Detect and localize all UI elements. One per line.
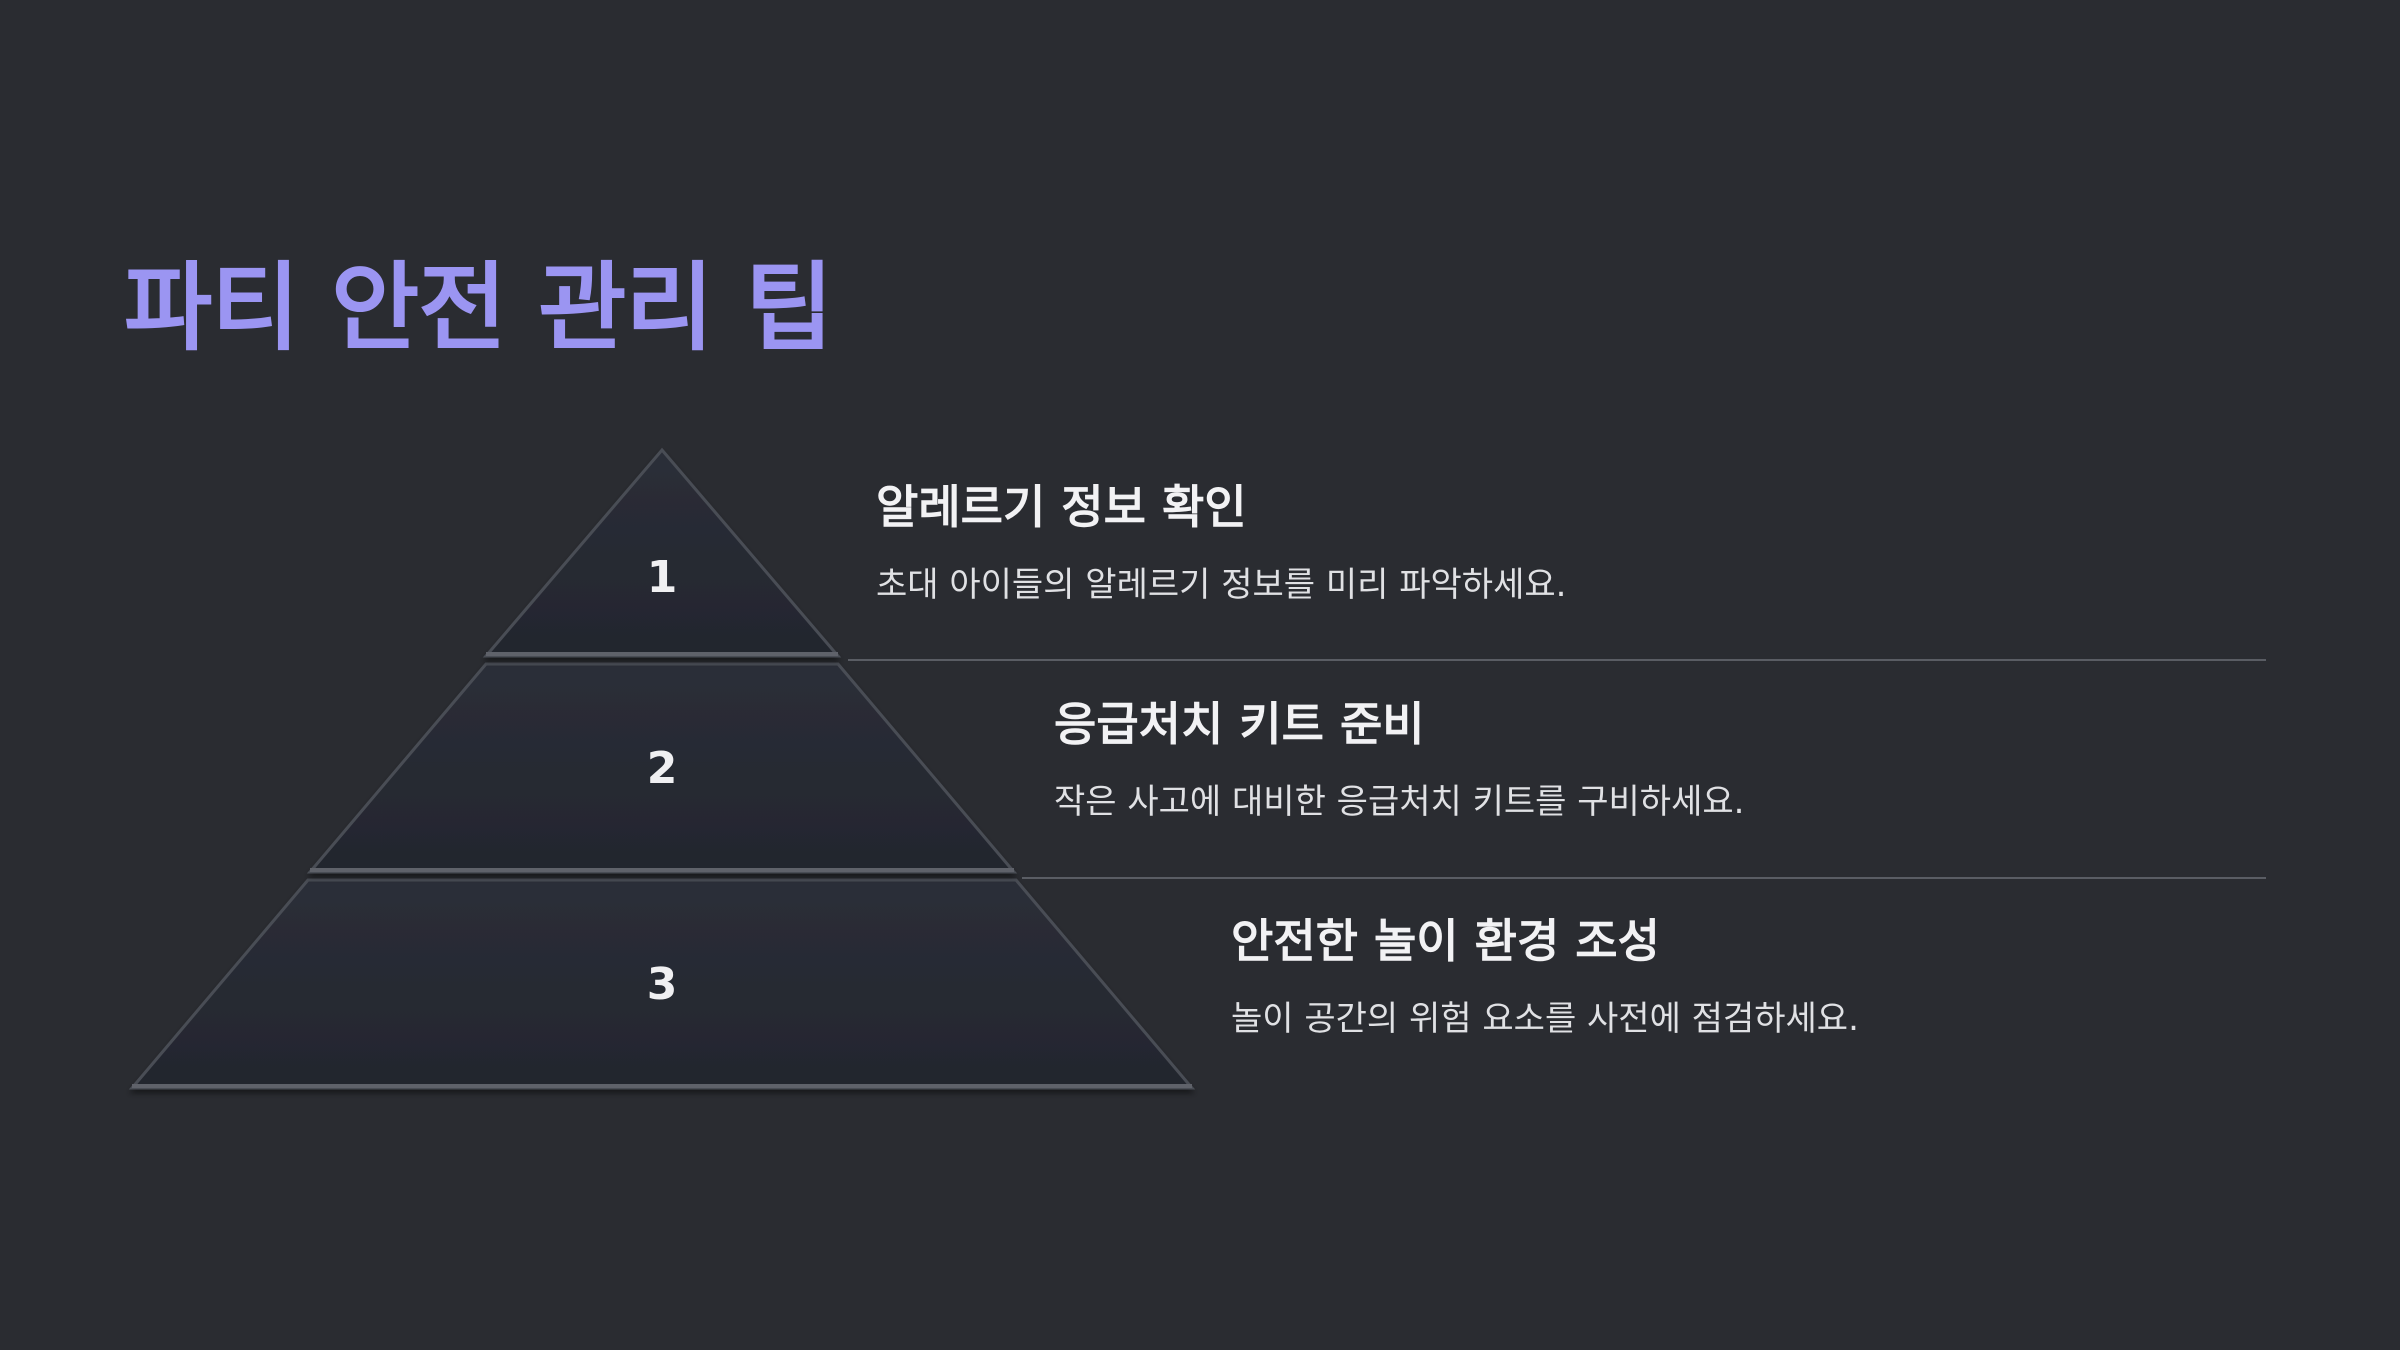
level-2-item: 응급처치 키트 준비 작은 사고에 대비한 응급처치 키트를 구비하세요. bbox=[1054, 697, 1744, 824]
pyramid-tier-2: 2 bbox=[306, 662, 1018, 874]
pyramid-tier-3: 3 bbox=[128, 878, 1196, 1090]
level-1-item: 알레르기 정보 확인 초대 아이들의 알레르기 정보를 미리 파악하세요. bbox=[876, 480, 1566, 607]
pyramid-tier-1: 1 bbox=[482, 447, 842, 658]
level-2-heading: 응급처치 키트 준비 bbox=[1054, 697, 1425, 751]
level-1-description: 초대 아이들의 알레르기 정보를 미리 파악하세요. bbox=[876, 565, 1567, 606]
tier-3-number: 3 bbox=[647, 959, 678, 1010]
level-1-heading: 알레르기 정보 확인 bbox=[876, 480, 1247, 534]
divider-2 bbox=[1022, 877, 2266, 879]
level-3-heading: 안전한 놀이 환경 조성 bbox=[1231, 914, 1660, 968]
divider-1 bbox=[848, 659, 2266, 661]
tier-2-number: 2 bbox=[647, 743, 678, 794]
page-title: 파티 안전 관리 팁 bbox=[124, 252, 834, 364]
tier-1-number: 1 bbox=[647, 552, 678, 603]
level-2-description: 작은 사고에 대비한 응급처치 키트를 구비하세요. bbox=[1054, 782, 1745, 823]
level-3-item: 안전한 놀이 환경 조성 놀이 공간의 위험 요소를 사전에 점검하세요. bbox=[1231, 914, 1859, 1041]
level-3-description: 놀이 공간의 위험 요소를 사전에 점검하세요. bbox=[1231, 999, 1859, 1040]
